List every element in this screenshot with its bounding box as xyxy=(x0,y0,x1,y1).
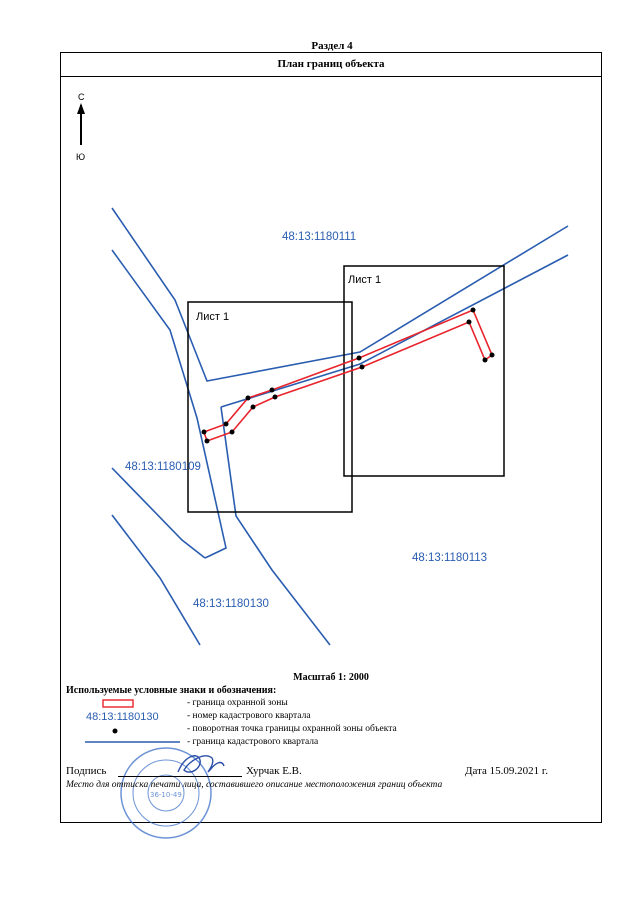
turning-point xyxy=(223,421,229,427)
turning-point xyxy=(356,355,362,361)
plan-title: План границ объекта xyxy=(60,52,602,77)
compass-south-label: Ю xyxy=(76,152,85,162)
parcel-number: 48:13:1180111 xyxy=(282,231,356,243)
section-title: Раздел 4 xyxy=(311,40,353,52)
turning-point xyxy=(204,438,210,444)
signature-scribble xyxy=(177,755,225,773)
scale-text: Масштаб 1: 2000 xyxy=(293,672,369,683)
signature-date: Дата 15.09.2021 г. xyxy=(465,765,548,777)
signature-label: Подпись xyxy=(66,765,107,777)
quarter-boundaries xyxy=(111,207,569,646)
compass: С Ю xyxy=(76,92,85,162)
sheet-frame-left xyxy=(187,301,353,513)
turning-point xyxy=(272,394,278,400)
sheet-label: Лист 1 xyxy=(196,311,229,323)
signer-name: Хурчак Е.В. xyxy=(246,765,302,777)
stamp-seal-text: 36-10-49 xyxy=(150,791,182,799)
turning-point xyxy=(359,364,365,370)
legend-item: - номер кадастрового квартала xyxy=(187,711,311,721)
turning-points xyxy=(201,307,495,444)
quarter-boundary-line xyxy=(111,249,227,559)
quarter-boundary-line xyxy=(111,514,201,646)
legend-sample-number: 48:13:1180130 xyxy=(86,711,159,723)
turning-point xyxy=(482,357,488,363)
sheet-label: Лист 1 xyxy=(348,274,381,286)
protection-zone-boundary xyxy=(202,308,493,443)
legend-point-symbol xyxy=(112,728,118,734)
quarter-boundary-line xyxy=(220,406,331,646)
legend-title: Используемые условные знаки и обозначени… xyxy=(66,685,277,696)
compass-north-label: С xyxy=(78,92,85,102)
legend-zone-symbol xyxy=(102,699,134,708)
quarter-boundary-line xyxy=(111,207,569,382)
legend-item: - поворотная точка границы охранной зоны… xyxy=(187,724,397,734)
legend-item: - граница охранной зоны xyxy=(187,698,288,708)
turning-point xyxy=(201,429,207,435)
turning-point xyxy=(489,352,495,358)
sheet-frame-right xyxy=(343,265,505,477)
page-frame xyxy=(60,52,602,823)
parcel-number: 48:13:1180109 xyxy=(125,461,201,473)
turning-point xyxy=(250,404,256,410)
turning-point xyxy=(229,429,235,435)
parcel-number: 48:13:1180130 xyxy=(193,598,269,610)
parcel-number: 48:13:1180113 xyxy=(412,552,487,564)
quarter-boundary-line xyxy=(220,254,569,408)
legend-item: - граница кадастрового квартала xyxy=(187,737,319,747)
turning-point xyxy=(470,307,476,313)
quarter-boundary-line xyxy=(111,467,206,559)
stamp-seal: 36-10-49 xyxy=(120,747,212,839)
turning-point xyxy=(269,387,275,393)
signature-line xyxy=(118,776,242,777)
compass-arrow-head xyxy=(77,103,85,114)
turning-point xyxy=(466,319,472,325)
stamp-note: Место для оттиска печати лица, составивш… xyxy=(66,780,443,790)
turning-point xyxy=(245,395,251,401)
